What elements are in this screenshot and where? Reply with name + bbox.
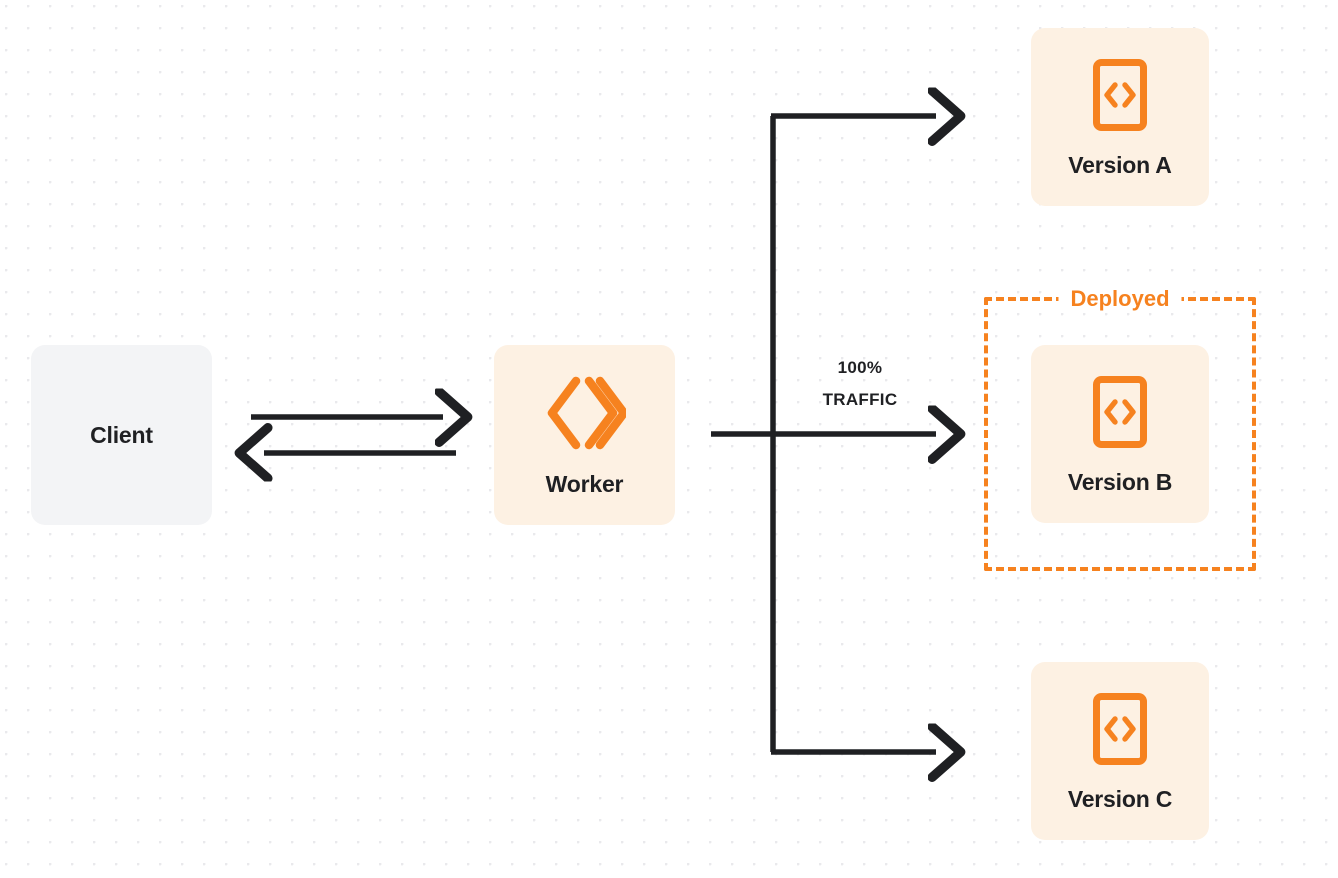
node-client-label: Client xyxy=(90,421,153,448)
traffic-percent: 100% xyxy=(837,358,883,377)
node-worker[interactable]: Worker xyxy=(494,345,675,525)
node-version-c-label: Version C xyxy=(1067,785,1173,812)
node-version-a[interactable]: Version A xyxy=(1031,28,1209,206)
node-version-a-label: Version A xyxy=(1068,151,1172,178)
deployed-group-label: Deployed xyxy=(1058,288,1182,310)
deployed-group-box: Deployed xyxy=(984,288,1256,571)
code-brackets-icon xyxy=(1092,375,1148,449)
code-brackets-icon xyxy=(1092,692,1148,766)
cloudflare-workers-logo-icon xyxy=(544,375,628,451)
traffic-label: 100% TRAFFIC xyxy=(790,352,930,417)
code-brackets-icon xyxy=(1092,58,1148,132)
traffic-caption: TRAFFIC xyxy=(822,390,898,410)
node-version-c[interactable]: Version C xyxy=(1031,662,1209,840)
node-version-b[interactable]: Version B xyxy=(1031,345,1209,523)
node-worker-label: Worker xyxy=(545,470,624,497)
node-version-b-label: Version B xyxy=(1067,468,1173,495)
node-client[interactable]: Client xyxy=(31,345,212,525)
